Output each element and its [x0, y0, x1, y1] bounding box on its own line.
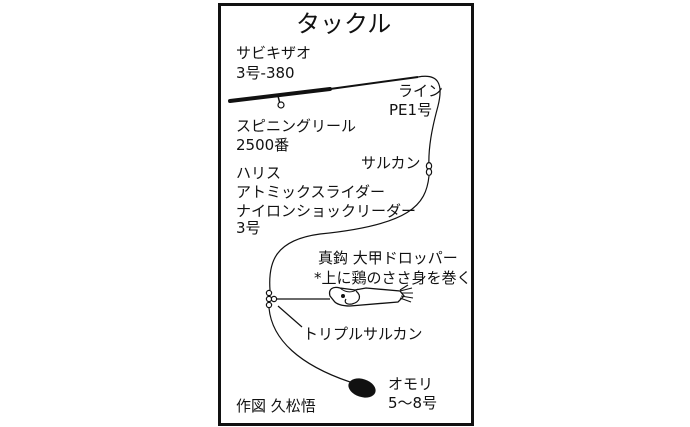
line-spec: PE1号: [389, 101, 433, 119]
harris-line-3: ナイロンショックリーダー: [236, 202, 417, 220]
triple-swivel-pointer: [277, 305, 303, 328]
hook-label-2: *上に鶏のささ身を巻く: [314, 269, 472, 287]
rod: [228, 76, 419, 103]
harris-line-4: 3号: [236, 219, 261, 237]
main-line: [417, 75, 441, 169]
swivel-label: サルカン: [361, 154, 421, 172]
diagram-frame: [218, 3, 474, 426]
triple-swivel-label: トリプルサルカン: [303, 325, 423, 343]
hook-label-1: 真鈎 大甲ドロッパー: [318, 249, 458, 267]
reel-spec: 2500番: [236, 136, 290, 154]
reel-name: スピニングリール: [236, 117, 357, 135]
harris-line-1: ハリス: [236, 164, 282, 182]
reel-icon: [277, 95, 285, 109]
sinker-spec: 5～8号: [388, 394, 438, 412]
sinker-icon: [348, 378, 376, 398]
line-name: ライン: [398, 82, 444, 100]
credit-text: 作図 久松悟: [236, 397, 316, 415]
sinker-line: [268, 307, 351, 383]
swivel-icon: [425, 162, 433, 177]
diagram-title: タックル: [296, 10, 392, 38]
rod-spec: 3号-380: [236, 64, 295, 82]
triple-swivel-icon: [265, 289, 278, 309]
harris-line-2: アトミックスライダー: [236, 183, 385, 201]
sinker-name: オモリ: [388, 375, 434, 393]
rod-name: サビキザオ: [236, 44, 312, 62]
leader-line: [269, 175, 430, 291]
hook-with-bait-icon: [328, 284, 414, 307]
